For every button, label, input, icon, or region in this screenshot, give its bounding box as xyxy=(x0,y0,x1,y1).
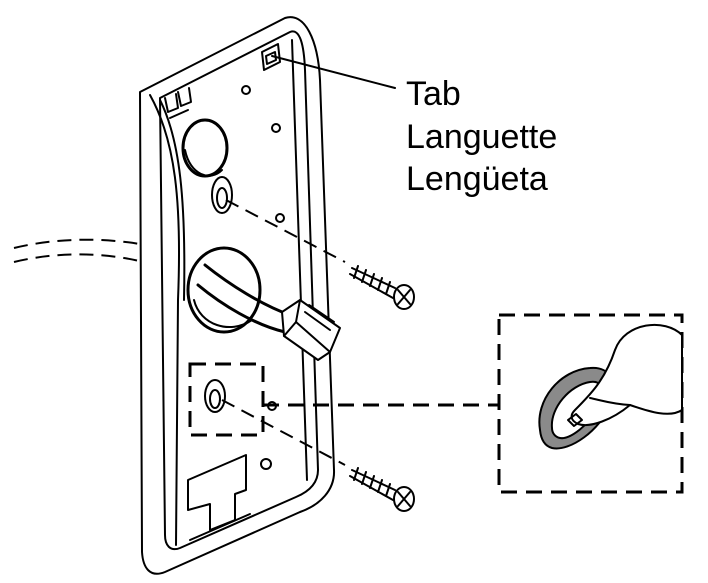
magnified-detail xyxy=(497,313,684,494)
telephone-cable-plug xyxy=(196,263,341,361)
lower-screw xyxy=(349,467,415,512)
wall-mount-bracket xyxy=(139,16,336,575)
tab-label-fr: Languette xyxy=(406,118,557,156)
tab-label-es: Lengüeta xyxy=(406,160,548,198)
lower-keyhole xyxy=(204,379,226,413)
tab-slot xyxy=(261,43,281,71)
tab-leader-line xyxy=(271,55,396,89)
upper-screw xyxy=(349,265,415,310)
lower-guide-line xyxy=(221,399,346,466)
upper-guide-line xyxy=(225,199,346,263)
keyhole-detail-box xyxy=(188,362,265,437)
cable-dashed xyxy=(13,238,206,286)
tab-label-en: Tab xyxy=(406,75,461,113)
upper-keyhole xyxy=(211,176,233,214)
